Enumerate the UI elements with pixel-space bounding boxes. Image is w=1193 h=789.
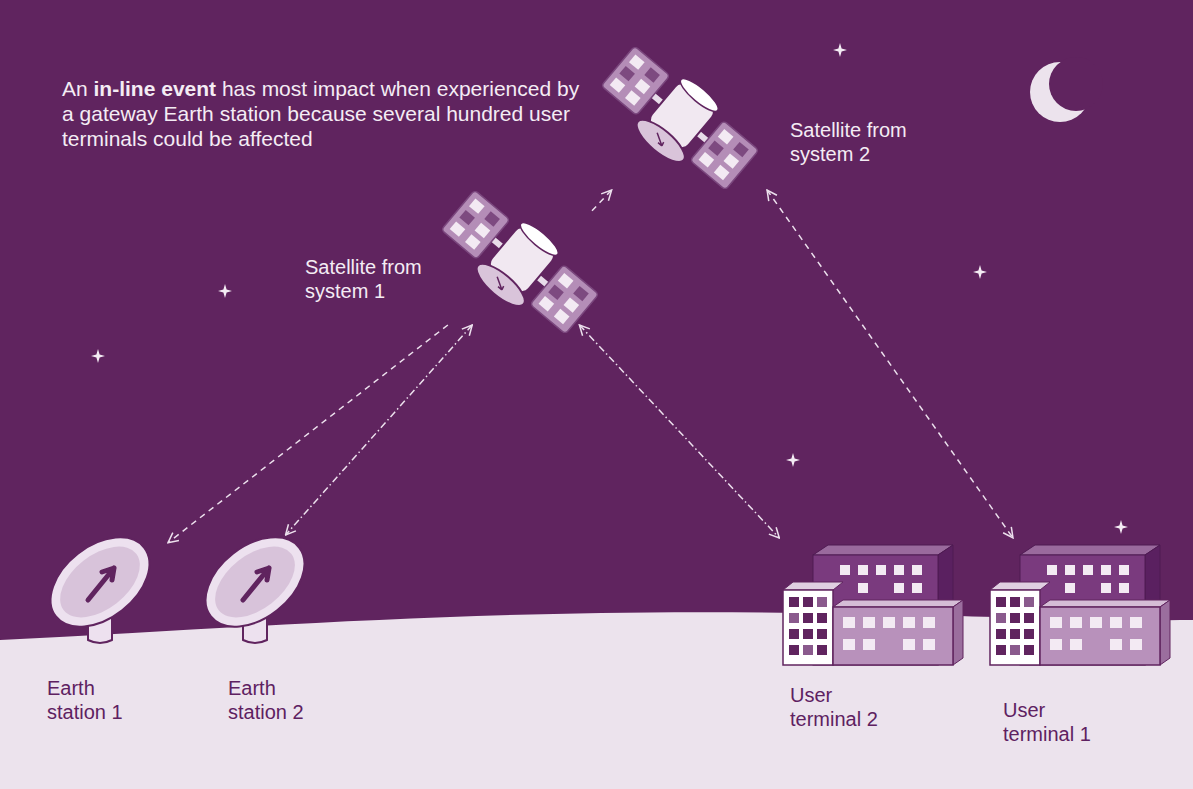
- note-text: An in-line event has most impact when ex…: [62, 76, 582, 151]
- diagram-node: Earth station 1: [40, 535, 168, 745]
- earth-station-dish: [189, 519, 322, 645]
- emphasis: event: [161, 77, 216, 100]
- node-label: Satellite from system 2: [790, 118, 955, 166]
- node-label: Satellite from system 1: [305, 255, 440, 303]
- diagram-node: Satellite from system 1: [300, 200, 592, 325]
- earth-station-dish: [34, 519, 167, 645]
- building-icon: [783, 545, 963, 665]
- satellite-icon: [432, 182, 606, 346]
- node-label: User terminal 1: [1003, 698, 1103, 746]
- radio-link: [767, 190, 1013, 538]
- node-label: Earth station 2: [228, 676, 310, 724]
- radio-link: [579, 325, 779, 538]
- moon: [1030, 57, 1103, 122]
- building-icon: [990, 545, 1170, 665]
- diagram-node: User terminal 2: [772, 538, 970, 750]
- diagram-node: Earth station 2: [195, 535, 315, 745]
- node-label: User terminal 2: [790, 683, 890, 731]
- radio-link: [592, 190, 612, 211]
- node-label: Earth station 1: [47, 676, 137, 724]
- satellite-icon: [592, 38, 766, 202]
- diagram-node: User terminal 1: [980, 538, 1178, 760]
- diagram-node: Satellite from system 2: [598, 52, 959, 190]
- emphasis: in-line: [94, 77, 156, 100]
- radio-link: [286, 325, 473, 535]
